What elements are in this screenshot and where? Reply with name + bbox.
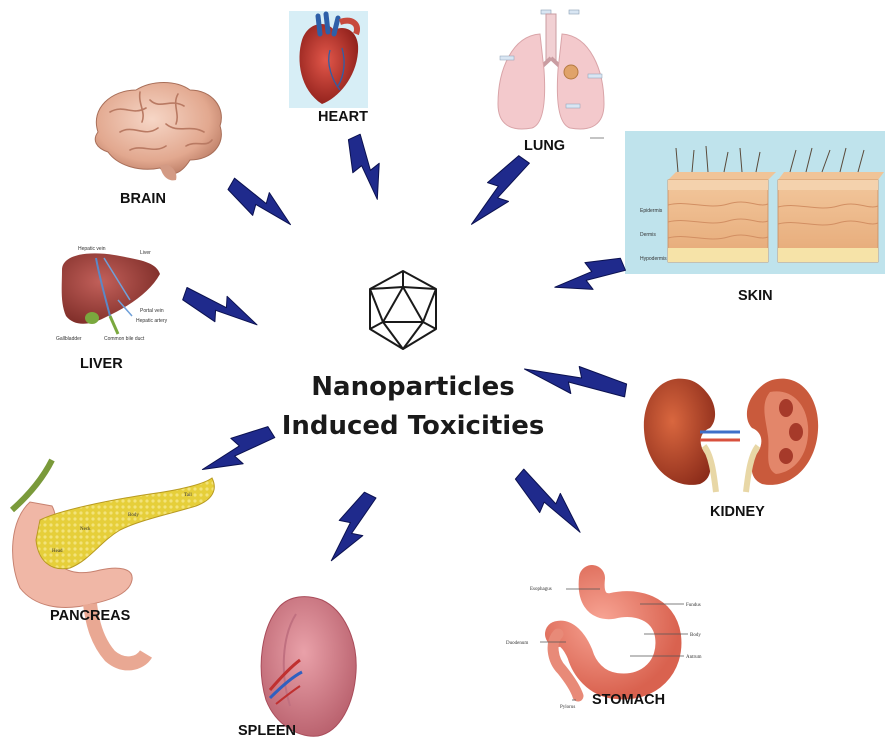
liver-annotation-common-bile-duct: Common bile duct — [104, 336, 145, 342]
kidney-illustration — [638, 372, 818, 498]
skin-label: SKIN — [738, 288, 773, 304]
spleen-illustration — [261, 597, 356, 737]
brain-illustration — [95, 83, 221, 181]
pancreas-annotation-neck: Neck — [80, 527, 91, 532]
skin-annotation-epidermis: Epidermis — [640, 208, 663, 214]
heart-illustration — [289, 11, 368, 108]
stomach-illustration: Esophagus Fundus Body Duodenum Antrum Py… — [506, 578, 702, 710]
lightning-bolt-spleen-icon — [331, 492, 376, 561]
lightning-bolt-skin-icon — [555, 258, 626, 289]
spleen-label: SPLEEN — [238, 723, 296, 739]
lightning-bolt-stomach-icon — [515, 469, 580, 532]
liver-annotation-hepatic-artery: Hepatic artery — [136, 318, 168, 324]
liver-annotation-liver: Liver — [140, 250, 151, 256]
pancreas-annotation-body: Body — [128, 513, 139, 518]
stomach-annotation-fundus: Fundus — [686, 603, 701, 608]
lightning-bolt-heart-icon — [348, 134, 379, 199]
liver-annotation-gallbladder: Gallbladder — [56, 336, 82, 342]
pancreas-annotation-tail: Tail — [184, 493, 192, 498]
center-title-line2: Induced Toxicities — [282, 411, 545, 441]
brain-label: BRAIN — [120, 191, 166, 207]
lightning-bolt-lung-icon — [472, 156, 530, 225]
skin-annotation-hypodermis: Hypodermis — [640, 256, 667, 262]
stomach-annotation-duodenum: Duodenum — [506, 641, 528, 646]
liver-label: LIVER — [80, 356, 123, 372]
heart-label: HEART — [318, 109, 368, 125]
lightning-bolt-brain-icon — [228, 178, 291, 224]
stomach-annotation-body: Body — [690, 633, 701, 638]
stomach-annotation-antrum: Antrum — [686, 655, 702, 660]
lung-illustration — [498, 10, 604, 138]
stomach-annotation-pylorus: Pylorus — [560, 705, 575, 710]
lightning-bolt-liver-icon — [183, 288, 257, 325]
pancreas-illustration: Tail Body Neck Head — [12, 460, 214, 663]
skin-annotation-dermis: Dermis — [640, 232, 656, 238]
pancreas-annotation-head: Head — [52, 549, 63, 554]
icosahedron-icon — [370, 271, 436, 349]
liver-annotation-hepatic-vein: Hepatic vein — [78, 246, 106, 252]
liver-illustration: Hepatic vein Liver Portal vein Hepatic a… — [56, 246, 168, 342]
skin-illustration: Epidermis Dermis Hypodermis — [625, 131, 885, 274]
liver-annotation-portal-vein: Portal vein — [140, 308, 164, 314]
lung-label: LUNG — [524, 138, 565, 154]
stomach-annotation-esophagus: Esophagus — [530, 587, 552, 592]
kidney-label: KIDNEY — [710, 504, 765, 520]
lightning-bolt-kidney-icon — [525, 367, 627, 397]
pancreas-label: PANCREAS — [50, 608, 131, 624]
center-title-line1: Nanoparticles — [311, 372, 514, 402]
stomach-label: STOMACH — [592, 692, 665, 708]
lightning-bolt-pancreas-icon — [202, 427, 274, 470]
